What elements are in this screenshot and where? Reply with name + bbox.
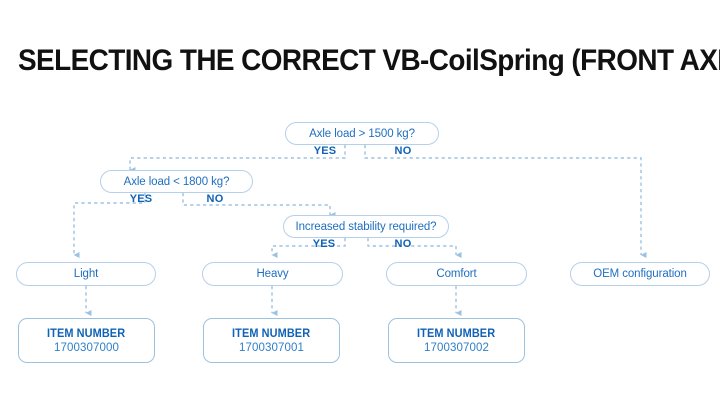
item-number-light-title: ITEM NUMBER <box>47 327 126 340</box>
wire-d1-yes <box>129 145 346 173</box>
decision-increased-stability[interactable]: Increased stability required? <box>283 215 449 238</box>
item-number-comfort-title: ITEM NUMBER <box>417 327 496 340</box>
result-light-label: Light <box>73 268 99 280</box>
branch-label-d3-yes: YES <box>312 238 336 250</box>
decision-axle-load-1500[interactable]: Axle load > 1500 kg? <box>285 122 439 145</box>
result-oem-configuration[interactable]: OEM configuration <box>570 262 710 286</box>
item-number-light-value: 1700307000 <box>54 341 119 354</box>
page-title: SELECTING THE CORRECT VB-CoilSpring (FRO… <box>18 44 720 77</box>
branch-label-d1-no: NO <box>394 145 412 157</box>
item-number-heavy[interactable]: ITEM NUMBER 1700307001 <box>203 318 340 363</box>
branch-label-d3-no: NO <box>394 238 412 250</box>
item-number-heavy-title: ITEM NUMBER <box>232 327 311 340</box>
result-light[interactable]: Light <box>16 262 156 286</box>
result-heavy-label: Heavy <box>256 268 289 280</box>
item-number-comfort[interactable]: ITEM NUMBER 1700307002 <box>388 318 525 363</box>
wire-d2-no <box>182 193 336 218</box>
branch-label-d2-yes: YES <box>129 193 153 205</box>
wire-d1-no <box>364 145 647 258</box>
item-number-light[interactable]: ITEM NUMBER 1700307000 <box>18 318 155 363</box>
decision-axle-load-1800[interactable]: Axle load < 1800 kg? <box>100 170 253 193</box>
result-comfort[interactable]: Comfort <box>386 262 527 286</box>
decision-increased-stability-label: Increased stability required? <box>295 220 437 233</box>
wire-d2-yes <box>73 193 146 258</box>
wire-d3-yes <box>271 238 346 258</box>
decision-axle-load-1500-label: Axle load > 1500 kg? <box>309 127 415 140</box>
decision-axle-load-1800-label: Axle load < 1800 kg? <box>123 175 230 188</box>
result-comfort-label: Comfort <box>436 268 477 280</box>
item-number-comfort-value: 1700307002 <box>424 341 489 354</box>
branch-label-d1-yes: YES <box>313 145 337 157</box>
item-number-heavy-value: 1700307001 <box>239 341 304 354</box>
wire-d3-no <box>367 238 462 258</box>
branch-label-d2-no: NO <box>206 193 224 205</box>
result-heavy[interactable]: Heavy <box>202 262 343 286</box>
result-oem-configuration-label: OEM configuration <box>593 268 687 280</box>
